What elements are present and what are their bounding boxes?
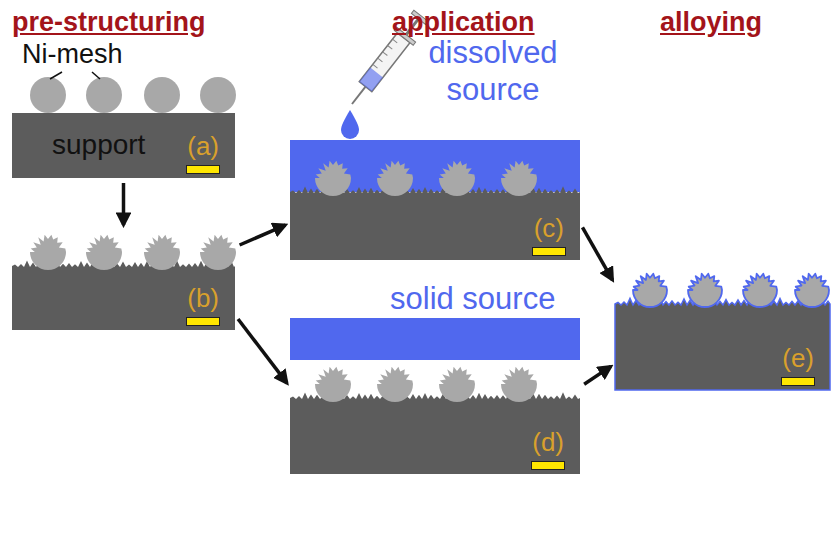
mesh-wire <box>315 367 351 402</box>
drop <box>341 110 359 139</box>
support-block <box>615 298 830 390</box>
source-label: dissolved source <box>398 34 588 108</box>
scale-bar <box>186 165 220 174</box>
panel: (d) <box>290 316 580 474</box>
mesh-wire <box>86 235 122 270</box>
mesh-wire <box>30 235 66 270</box>
mesh-wire <box>144 77 180 113</box>
mesh-wire <box>439 161 475 196</box>
mesh-wire <box>315 161 351 196</box>
mesh-wire <box>501 161 537 196</box>
support-block <box>290 392 580 474</box>
mesh-wire <box>30 77 66 113</box>
process-arrow <box>122 183 126 225</box>
section-heading: application <box>392 6 535 38</box>
alloyed-mesh-wire <box>795 274 829 307</box>
section-heading: alloying <box>660 6 762 38</box>
part-label: Ni-mesh <box>22 38 123 70</box>
panel-letter: (e) <box>782 344 814 374</box>
panel-letter: (b) <box>187 284 219 314</box>
solid-source-bar <box>290 318 580 360</box>
alloyed-mesh-wire <box>743 274 777 307</box>
mesh-wire <box>86 77 122 113</box>
process-arrow <box>238 319 287 383</box>
support-block <box>12 260 235 330</box>
leader-line <box>50 72 62 79</box>
panel: (b) <box>12 230 235 330</box>
mesh-wire <box>439 367 475 402</box>
panel-letter: (d) <box>532 428 564 458</box>
panel: (e) <box>615 270 830 390</box>
panel: support (a) <box>12 76 235 178</box>
mesh-wire <box>200 235 236 270</box>
scale-bar <box>532 247 566 256</box>
mesh-wire <box>377 367 413 402</box>
panel: (c) <box>290 128 580 260</box>
panel-letter: (c) <box>534 214 564 244</box>
section-heading: pre-structuring <box>12 6 206 38</box>
scale-bar <box>186 317 220 326</box>
mesh-wire <box>144 235 180 270</box>
part-label: support <box>52 129 145 161</box>
support-block <box>12 113 235 178</box>
alloyed-mesh-wire <box>633 274 667 307</box>
panel-letter: (a) <box>187 132 219 162</box>
process-arrow <box>584 366 611 384</box>
process-arrow <box>240 225 286 245</box>
mesh-wire <box>200 77 236 113</box>
mesh-wire <box>501 367 537 402</box>
alloyed-mesh-wire <box>688 274 722 307</box>
scale-bar <box>781 377 815 386</box>
support-block <box>290 186 580 260</box>
source-label: solid source <box>390 280 555 317</box>
scale-bar <box>531 461 565 470</box>
process-arrow <box>582 227 612 280</box>
mesh-wire <box>377 161 413 196</box>
leader-line <box>92 72 100 79</box>
